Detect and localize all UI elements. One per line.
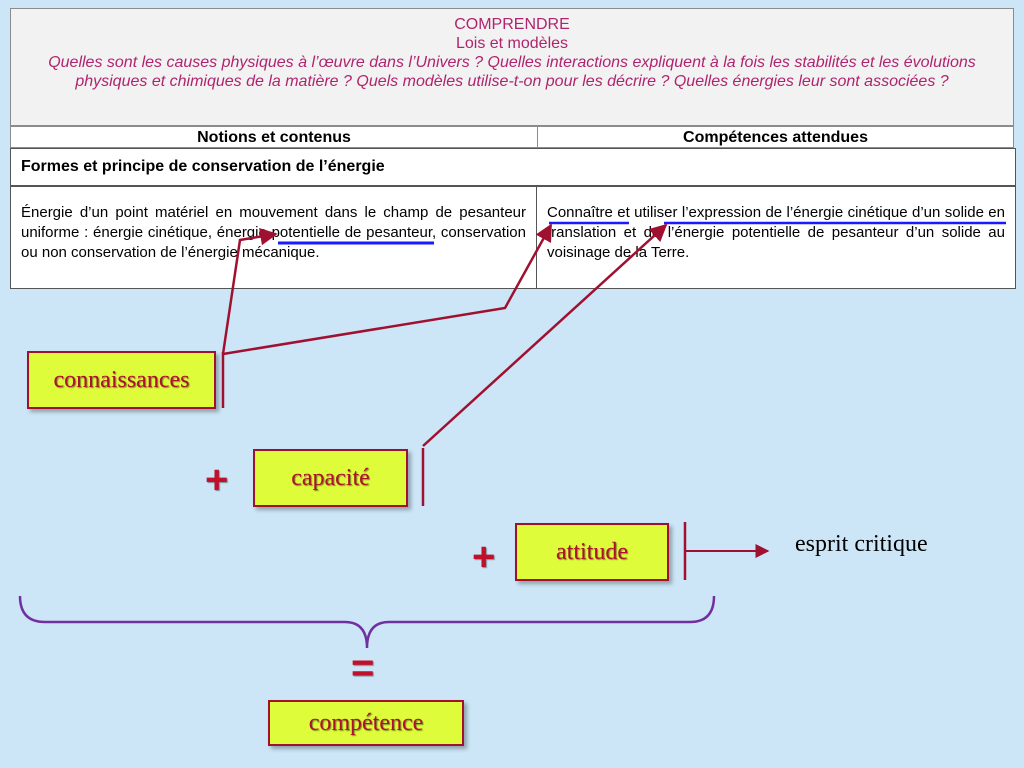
section-title: Formes et principe de conservation de l’… <box>10 148 1016 186</box>
header-title: COMPRENDRE <box>454 16 570 33</box>
attitude-box: attitude <box>515 523 669 581</box>
competences-connector: et <box>612 204 635 221</box>
column-headers: Notions et contenus Compétences attendue… <box>10 126 1014 148</box>
column-header-competences: Compétences attendues <box>683 129 868 146</box>
competences-verb-connaitre: Connaître <box>547 204 613 221</box>
content-row: Énergie d’un point matériel en mouvement… <box>10 186 1016 289</box>
competences-verb-utiliser: utiliser l’expression de l’énergie cinét… <box>634 204 908 221</box>
notions-cell: Énergie d’un point matériel en mouvement… <box>11 187 537 288</box>
connaissances-box: connaissances <box>27 351 216 409</box>
plus-sign-attitude: + <box>472 535 496 579</box>
competence-box: compétence <box>268 700 464 746</box>
capacite-box: capacité <box>253 449 408 507</box>
header-question: Quelles sont les causes physiques à l’œu… <box>48 54 976 90</box>
column-header-notions: Notions et contenus <box>11 127 538 147</box>
competences-cell: Connaître et utiliser l’expression de l’… <box>537 187 1015 288</box>
grouping-brace <box>18 595 716 649</box>
header-subtitle: Lois et modèles <box>455 35 569 52</box>
equals-sign: = <box>351 646 375 690</box>
plus-sign-capacite: + <box>205 458 229 502</box>
header-panel: COMPRENDRE Lois et modèles Quelles sont … <box>10 8 1014 126</box>
esprit-critique-label: esprit critique <box>795 531 928 557</box>
notions-text: Énergie d’un point matériel en mouvement… <box>21 204 526 241</box>
notions-highlight: énergie cinétique <box>93 224 208 241</box>
